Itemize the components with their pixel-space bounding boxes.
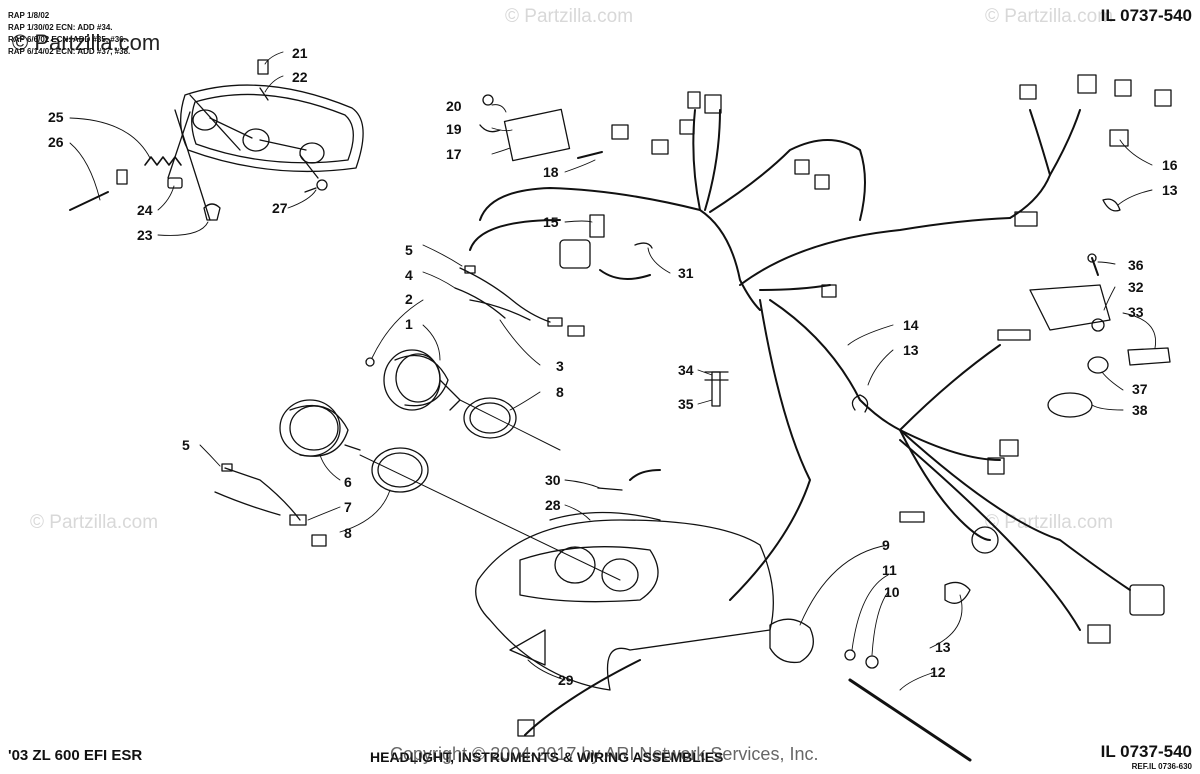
callout-28: 28: [545, 497, 561, 513]
callout-14: 14: [903, 317, 919, 333]
callout-15: 15: [543, 214, 559, 230]
callout-32: 32: [1128, 279, 1144, 295]
callout-13: 13: [935, 639, 951, 655]
revision-note: RAP 6/14/02 ECN: ADD #37, #38.: [8, 47, 131, 56]
dash-housing: [475, 487, 774, 691]
callout-3: 3: [556, 358, 564, 374]
callout-33: 33: [1128, 304, 1144, 320]
callout-13: 13: [903, 342, 919, 358]
callout-12: 12: [930, 664, 946, 680]
callout-9: 9: [882, 537, 890, 553]
callout-30: 30: [545, 472, 561, 488]
copyright-watermark: Copyright © 2004-2017 by ARI Network Ser…: [390, 744, 819, 764]
connectors: [479, 74, 1172, 762]
gauge-pigtails: [214, 265, 585, 547]
headlight-assembly: [69, 59, 364, 221]
callout-24: 24: [137, 202, 153, 218]
callout-23: 23: [137, 227, 153, 243]
callout-36: 36: [1128, 257, 1144, 273]
callout-34: 34: [678, 362, 694, 378]
callout-38: 38: [1132, 402, 1148, 418]
revision-note: RAP 1/8/02: [8, 11, 50, 20]
revision-note: RAP 1/30/02 ECN: ADD #34.: [8, 23, 113, 32]
revision-notes: RAP 1/8/02 RAP 1/30/02 ECN: ADD #34. RAP…: [8, 10, 130, 58]
callout-17: 17: [446, 146, 462, 162]
leader-lines: [69, 51, 1157, 691]
section-title: HEADLIGHT, INSTRUMENTS & WIRING ASSEMBLI…: [370, 749, 724, 765]
callout-21: 21: [292, 45, 308, 61]
callout-2: 2: [405, 291, 413, 307]
callout-31: 31: [678, 265, 694, 281]
callout-1: 1: [405, 316, 413, 332]
wiring-harness: [469, 109, 1131, 736]
watermark: © Partzilla.com: [985, 512, 1114, 533]
callout-18: 18: [543, 164, 559, 180]
callout-8: 8: [344, 525, 352, 541]
watermark: © Partzilla.com: [985, 6, 1114, 27]
watermark: © Partzilla.com: [30, 512, 159, 533]
callout-8: 8: [556, 384, 564, 400]
watermark: © Partzilla.com: [12, 30, 161, 55]
callout-5: 5: [405, 242, 413, 258]
callout-26: 26: [48, 134, 64, 150]
callout-11: 11: [882, 562, 897, 578]
callout-27: 27: [272, 200, 288, 216]
callout-25: 25: [48, 109, 64, 125]
callout-29: 29: [558, 672, 574, 688]
gauge-assembly: [279, 349, 621, 581]
reference-id: REF.IL 0736-630: [1131, 762, 1192, 771]
callout-22: 22: [292, 69, 308, 85]
callout-35: 35: [678, 396, 694, 412]
callout-labels: 21 22 25 26 24 23 27 20 19 17 18 15 31 5…: [48, 45, 1178, 688]
callout-13: 13: [1162, 182, 1178, 198]
callout-37: 37: [1132, 381, 1148, 397]
revision-note: RAP 6/6/02 ECN: ADD #35, #36.: [8, 35, 126, 44]
callout-4: 4: [405, 267, 413, 283]
model-name: '03 ZL 600 EFI ESR: [8, 747, 143, 764]
watermark: © Partzilla.com: [505, 6, 634, 27]
callout-19: 19: [446, 121, 462, 137]
illustration-id-top: IL 0737-540: [1100, 6, 1192, 25]
callout-10: 10: [884, 584, 900, 600]
callout-5: 5: [182, 437, 190, 453]
callout-20: 20: [446, 98, 462, 114]
illustration-id-bottom: IL 0737-540: [1100, 742, 1192, 761]
callout-6: 6: [344, 474, 352, 490]
callout-16: 16: [1162, 157, 1178, 173]
callout-7: 7: [344, 499, 352, 515]
